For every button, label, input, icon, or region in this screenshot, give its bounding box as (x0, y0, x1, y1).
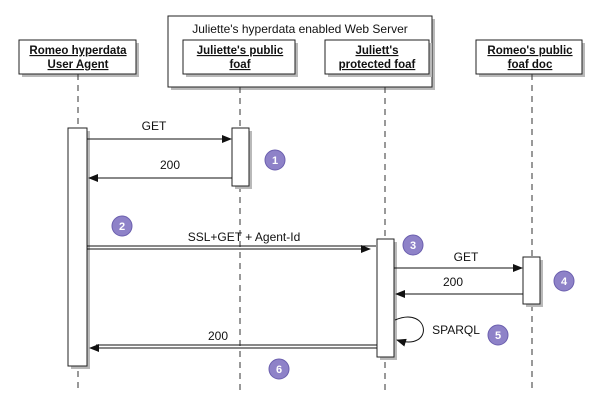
activation-juliette-public (231, 127, 250, 187)
participant-label-line1: Romeo hyperdata (29, 45, 127, 57)
step-badge-3: 3 (402, 234, 424, 256)
message-label: GET (454, 250, 479, 264)
message-label: GET (142, 119, 167, 133)
message-200-2: 200 (395, 275, 523, 298)
activation-romeo-public (522, 256, 541, 305)
svg-text:1: 1 (272, 155, 278, 167)
participant-juliett-protected: Juliett's protected foaf (324, 39, 432, 77)
svg-text:3: 3 (410, 240, 416, 252)
svg-text:2: 2 (119, 221, 125, 233)
activation-romeo-agent (67, 127, 88, 367)
svg-text:6: 6 (276, 364, 282, 376)
message-200-1: 200 (88, 158, 232, 182)
activation-juliett-protected (376, 238, 395, 358)
participant-label-line2: User Agent (48, 59, 109, 71)
message-sparql: SPARQL (394, 316, 480, 347)
message-label: 200 (160, 158, 180, 172)
step-badge-4: 4 (553, 270, 575, 292)
participant-label-line2: foaf doc (508, 59, 553, 71)
participant-label-line1: Juliett's (356, 45, 399, 57)
message-label: 200 (208, 329, 228, 343)
svg-text:5: 5 (495, 330, 501, 342)
message-label: SSL+GET + Agent-Id (188, 230, 301, 244)
participant-juliette-public: Juliette's public foaf (182, 39, 298, 77)
message-get-1: GET (87, 119, 232, 143)
participant-label-line2: protected foaf (339, 59, 416, 71)
step-badge-1: 1 (264, 149, 286, 171)
message-200-3: 200 (89, 329, 377, 352)
svg-text:4: 4 (561, 276, 568, 288)
participant-label-line1: Romeo's public (487, 45, 573, 57)
step-badges: 1 2 3 4 5 6 (111, 149, 575, 380)
activations (67, 127, 543, 369)
message-get-2: GET (394, 250, 523, 272)
message-label: 200 (443, 275, 463, 289)
participant-romeo-agent: Romeo hyperdata User Agent (18, 39, 139, 77)
participant-label-line1: Juliette's public (197, 45, 284, 57)
message-label: SPARQL (432, 323, 480, 337)
message-ssl-get: SSL+GET + Agent-Id (87, 230, 376, 253)
server-group-title: Juliette's hyperdata enabled Web Server (192, 22, 408, 36)
step-badge-2: 2 (111, 215, 133, 237)
participant-label-line2: foaf (229, 59, 250, 71)
step-badge-5: 5 (487, 324, 509, 346)
participant-romeo-public: Romeo's public foaf doc (475, 39, 585, 77)
step-badge-6: 6 (268, 358, 290, 380)
